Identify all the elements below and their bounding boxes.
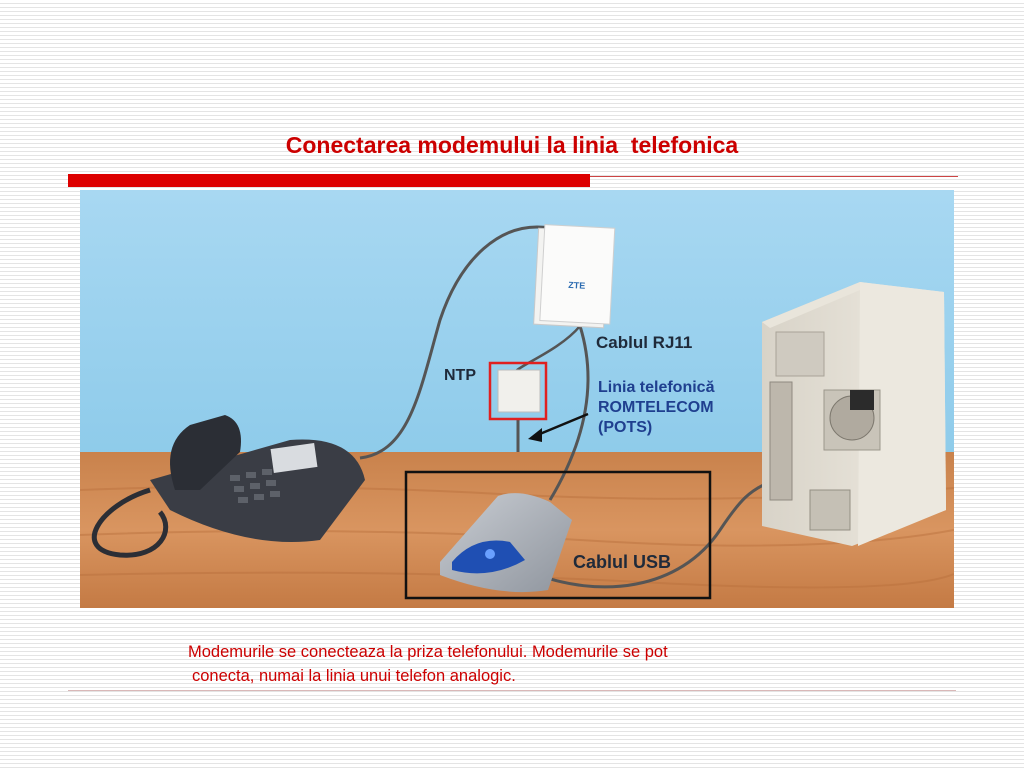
modem-brand-logo: ZTE [568,280,586,291]
connection-illustration: ZTE [80,190,954,608]
pc-tower [762,282,946,546]
label-pots: (POTS) [598,419,652,436]
label-cablul-rj11: Cablul RJ11 [596,333,692,352]
bottom-divider [68,690,956,691]
title-accent-bar [68,174,590,187]
label-ntp: NTP [444,367,476,384]
label-cablul-usb: Cablul USB [573,552,671,572]
label-romtelecom: ROMTELECOM [598,399,714,416]
slide-caption: Modemurile se conecteaza la priza telefo… [188,640,808,688]
ntp-socket [498,370,540,412]
caption-line-2: conecta, numai la linia unui telefon ana… [188,664,808,688]
slide-title: Conectarea modemului la linia telefonica [0,132,1024,159]
label-linia-telefonica: Linia telefonică [598,379,715,396]
caption-line-1: Modemurile se conecteaza la priza telefo… [188,640,808,664]
illustration-canvas: ZTE [80,190,954,608]
wall-modem: ZTE [534,224,615,328]
title-underline [590,176,958,177]
